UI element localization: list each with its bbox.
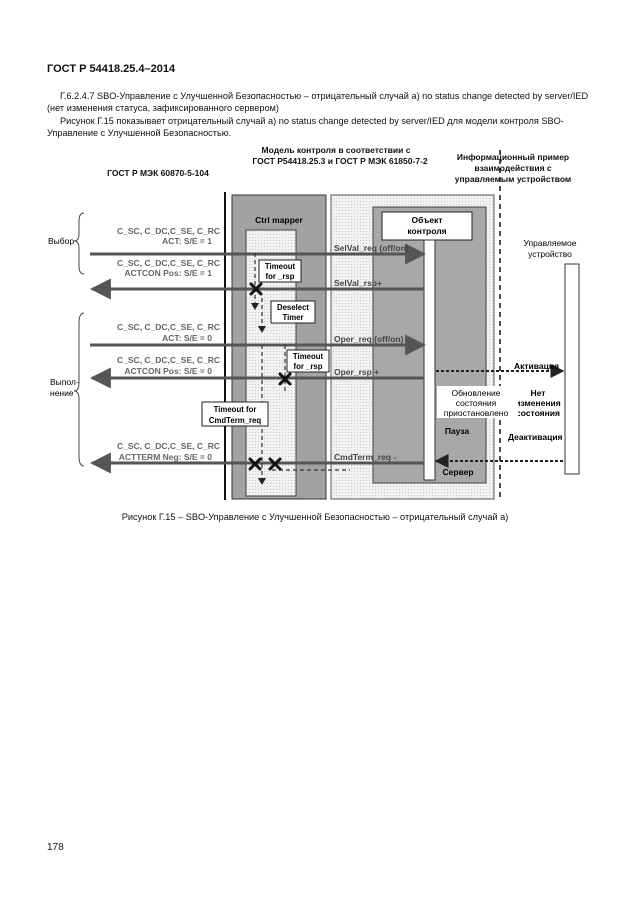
page-number: 178 (47, 842, 64, 853)
figure-caption: Рисунок Г.15 – SBO-Управление с Улучшенн… (121, 512, 509, 522)
control-object-line2: контроля (407, 226, 446, 236)
timeout-oper-cross-icon (278, 372, 292, 386)
msg-act-select-line1: C_SC, C_DC,C_SE, C_RC (117, 226, 220, 236)
msg-act-exec-line1: C_SC, C_DC,C_SE, C_RC (117, 322, 220, 332)
timeout-rsp-oper-line2: for _rsp (293, 362, 322, 371)
control-object-line1: Объект (411, 215, 442, 225)
paragraph-text: Г.6.2.4.7 SBO-Управление с Улучшенной Бе… (47, 91, 589, 113)
status-update-line2: состояния (456, 398, 497, 408)
timeout-cmdterm-box (201, 401, 269, 427)
paragraph-text: Рисунок Г.15 показывает отрицательный сл… (47, 116, 564, 138)
pause-label: Пауза (445, 426, 470, 436)
msg-actterm-line1: C_SC, C_DC,C_SE, C_RC (117, 441, 220, 451)
timeout-cmdterm-line1: Timeout for (214, 405, 257, 414)
execute-phase-line2: нение (50, 388, 74, 398)
timeout-rsp-oper-line1: Timeout (293, 352, 324, 361)
select-brace (73, 212, 85, 275)
control-object-box (381, 211, 473, 241)
label-selval-rsp: SelVal_rsp+ (334, 278, 382, 288)
msg-actcon-select-line2: ACTCON Pos: S/E = 1 (124, 268, 212, 278)
paragraph-figure-description: Рисунок Г.15 показывает отрицательный сл… (47, 115, 592, 139)
msg-actcon-exec-line2: ACTCON Pos: S/E = 0 (124, 366, 212, 376)
model-header-line1: Модель контроля в соответствии с (262, 145, 411, 155)
timeout-rsp-select-line2: for _rsp (265, 272, 294, 281)
activation-label: Активация (514, 361, 559, 371)
no-change-line2: изменения (515, 398, 560, 408)
managed-device-line2: устройство (528, 249, 572, 259)
timeout-rsp-select-line1: Timeout (265, 262, 296, 271)
ctrl-mapper-label: Ctrl mapper (255, 215, 303, 225)
execute-brace (73, 312, 85, 467)
label-oper-rsp: Oper_rsp + (334, 367, 379, 377)
model-header-line2: ГОСТ Р54418.25.3 и ГОСТ Р МЭК 61850-7-2 (252, 156, 427, 166)
timeout-select-cross-icon (249, 282, 263, 296)
no-change-line3: состояния (516, 408, 560, 418)
document-header: ГОСТ Р 54418.25.4–2014 (47, 63, 176, 75)
deselect-end-icon (258, 326, 266, 333)
status-update-line3: приостановлено (444, 408, 509, 418)
msg-actcon-select-line1: C_SC, C_DC,C_SE, C_RC (117, 258, 220, 268)
timeout-cmdterm-line2: CmdTerm_req (209, 416, 262, 425)
deselect-timer-box (270, 300, 316, 324)
execute-phase-line1: Выпол- (50, 377, 79, 387)
status-update-line1: Обновление (451, 388, 500, 398)
timeout-rsp-select-box (258, 259, 302, 283)
msg-act-select-line2: ACT: S/E = 1 (162, 236, 212, 246)
status-update-box (437, 386, 518, 418)
left-column-header: ГОСТ Р МЭК 60870-5-104 (107, 168, 209, 178)
label-cmdterm-req: CmdTerm_req - (334, 452, 396, 462)
info-header-line1: Информационный пример (457, 152, 569, 162)
managed-device-line1: Управляемое (524, 238, 577, 248)
deactivation-label: Деактивация (508, 432, 563, 442)
no-change-line1: Нет (531, 388, 546, 398)
info-header-line3: управляемым устройством (455, 174, 571, 184)
control-object-lifeline (423, 239, 436, 481)
timeout-rsp-oper-box (286, 349, 330, 373)
deselect-timer-line2: Timer (282, 313, 303, 322)
select-phase-label: Выбор (48, 236, 74, 246)
msg-actcon-exec-line1: C_SC, C_DC,C_SE, C_RC (117, 355, 220, 365)
msg-actterm-line2: ACTTERM Neg: S/E = 0 (119, 452, 213, 462)
label-selval-req: SelVal_req (off/on) (334, 243, 409, 253)
cmdterm-end-icon (258, 478, 266, 485)
paragraph-section-title: Г.6.2.4.7 SBO-Управление с Улучшенной Бе… (47, 90, 592, 114)
deselect-timer-line1: Deselect (277, 303, 309, 312)
managed-device-lifeline (564, 263, 580, 475)
cancel-cross-icon (268, 457, 282, 471)
info-header-line2: взаимодействия с (474, 163, 552, 173)
timeout-cmdterm-cross-icon (248, 457, 262, 471)
server-label: Сервер (442, 467, 473, 477)
msg-act-exec-line2: ACT: S/E = 0 (162, 333, 212, 343)
timer-select-end-icon (251, 303, 259, 310)
label-oper-req: Oper_req (off/on) (334, 334, 404, 344)
